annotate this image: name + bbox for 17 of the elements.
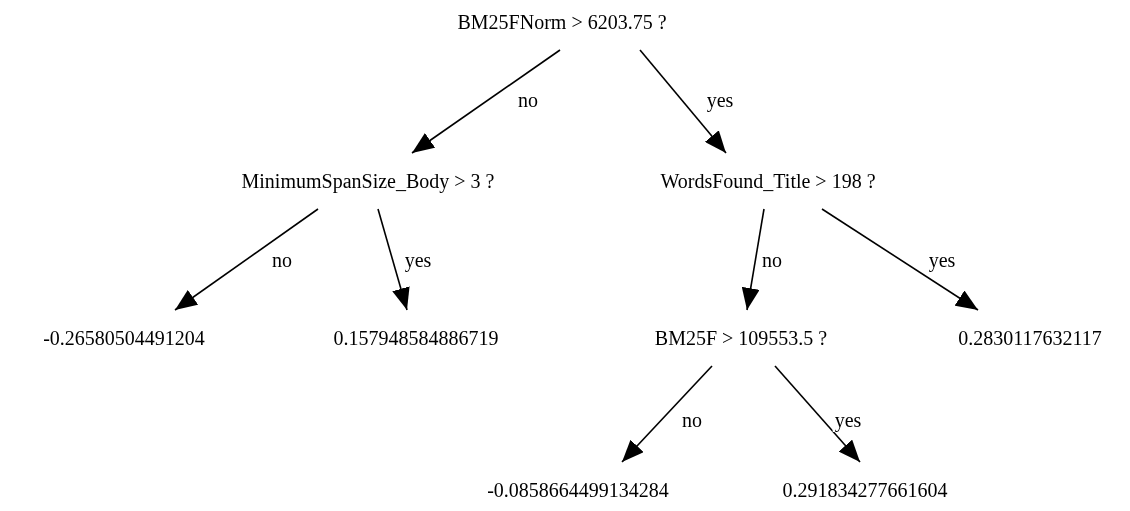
- leaf-value: 0.157948584886719: [329, 310, 503, 366]
- arrow: [174, 208, 319, 311]
- arrow: [741, 208, 765, 311]
- leaf-value: 0.2830117632117: [954, 310, 1106, 366]
- split-condition: BM25FNorm > 6203.75 ?: [453, 0, 671, 50]
- split-condition: WordsFound_Title > 198 ?: [656, 153, 880, 209]
- leaf-value: -0.26580504491204: [39, 310, 209, 366]
- arrow: [377, 208, 410, 311]
- split-condition: BM25F > 109553.5 ?: [650, 310, 832, 366]
- arrow: [411, 49, 561, 154]
- arrow: [774, 365, 861, 463]
- arrow: [639, 49, 727, 154]
- leaf-value: 0.291834277661604: [778, 462, 952, 511]
- arrow: [621, 365, 713, 463]
- leaf-value: -0.0858664499134284: [483, 462, 673, 511]
- split-condition: MinimumSpanSize_Body > 3 ?: [237, 153, 499, 209]
- arrow: [821, 208, 979, 311]
